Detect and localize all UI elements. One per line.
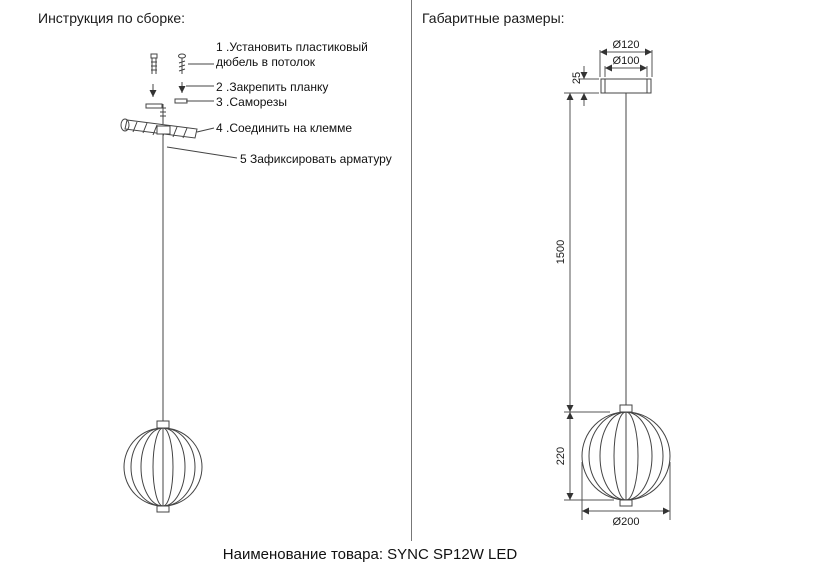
mounting-strip-icon-2 bbox=[174, 98, 188, 104]
assembly-step-3: 3 .Саморезы bbox=[216, 95, 287, 109]
leader-lines bbox=[166, 63, 238, 159]
dim-canopy-inner-label: Ø100 bbox=[613, 55, 640, 67]
dowel-icon bbox=[150, 53, 158, 74]
threaded-rod bbox=[160, 104, 166, 124]
dimension-labels: Ø120 Ø100 25 1500 220 Ø200 bbox=[555, 39, 639, 528]
ceiling-canopy bbox=[600, 78, 652, 94]
dim-suspension-label: 1500 bbox=[555, 240, 567, 264]
assembly-title: Инструкция по сборке: bbox=[38, 10, 186, 26]
assembly-step-2: 2 .Закрепить планку bbox=[216, 80, 329, 94]
dim-canopy-height-label: 25 bbox=[571, 72, 583, 84]
dimensions-title: Габаритные размеры: bbox=[422, 10, 565, 26]
assembly-step-5: 5 Зафиксировать арматуру bbox=[240, 152, 392, 166]
panel-divider bbox=[411, 0, 412, 541]
product-name: Наименование товара: SYNC SP12W LED bbox=[222, 546, 518, 563]
dim-shade-diameter-label: Ø200 bbox=[613, 516, 640, 528]
mounting-plate bbox=[120, 118, 198, 139]
screw-icon bbox=[178, 53, 186, 74]
assembly-figure bbox=[120, 53, 238, 513]
dimension-figure: Ø120 Ø100 25 1500 220 Ø200 bbox=[555, 39, 671, 528]
dimension-lines bbox=[564, 48, 671, 520]
assembly-step-4: 4 .Соединить на клемме bbox=[216, 121, 353, 135]
dim-shade-height-label: 220 bbox=[555, 447, 567, 465]
assembly-step-1: 1 .Установить пластиковый дюбель в потол… bbox=[216, 40, 368, 69]
cage-shade bbox=[123, 420, 203, 513]
mounting-strip-icon bbox=[145, 103, 163, 109]
cage-shade-dim bbox=[581, 404, 671, 507]
dim-canopy-outer-label: Ø120 bbox=[613, 39, 640, 51]
